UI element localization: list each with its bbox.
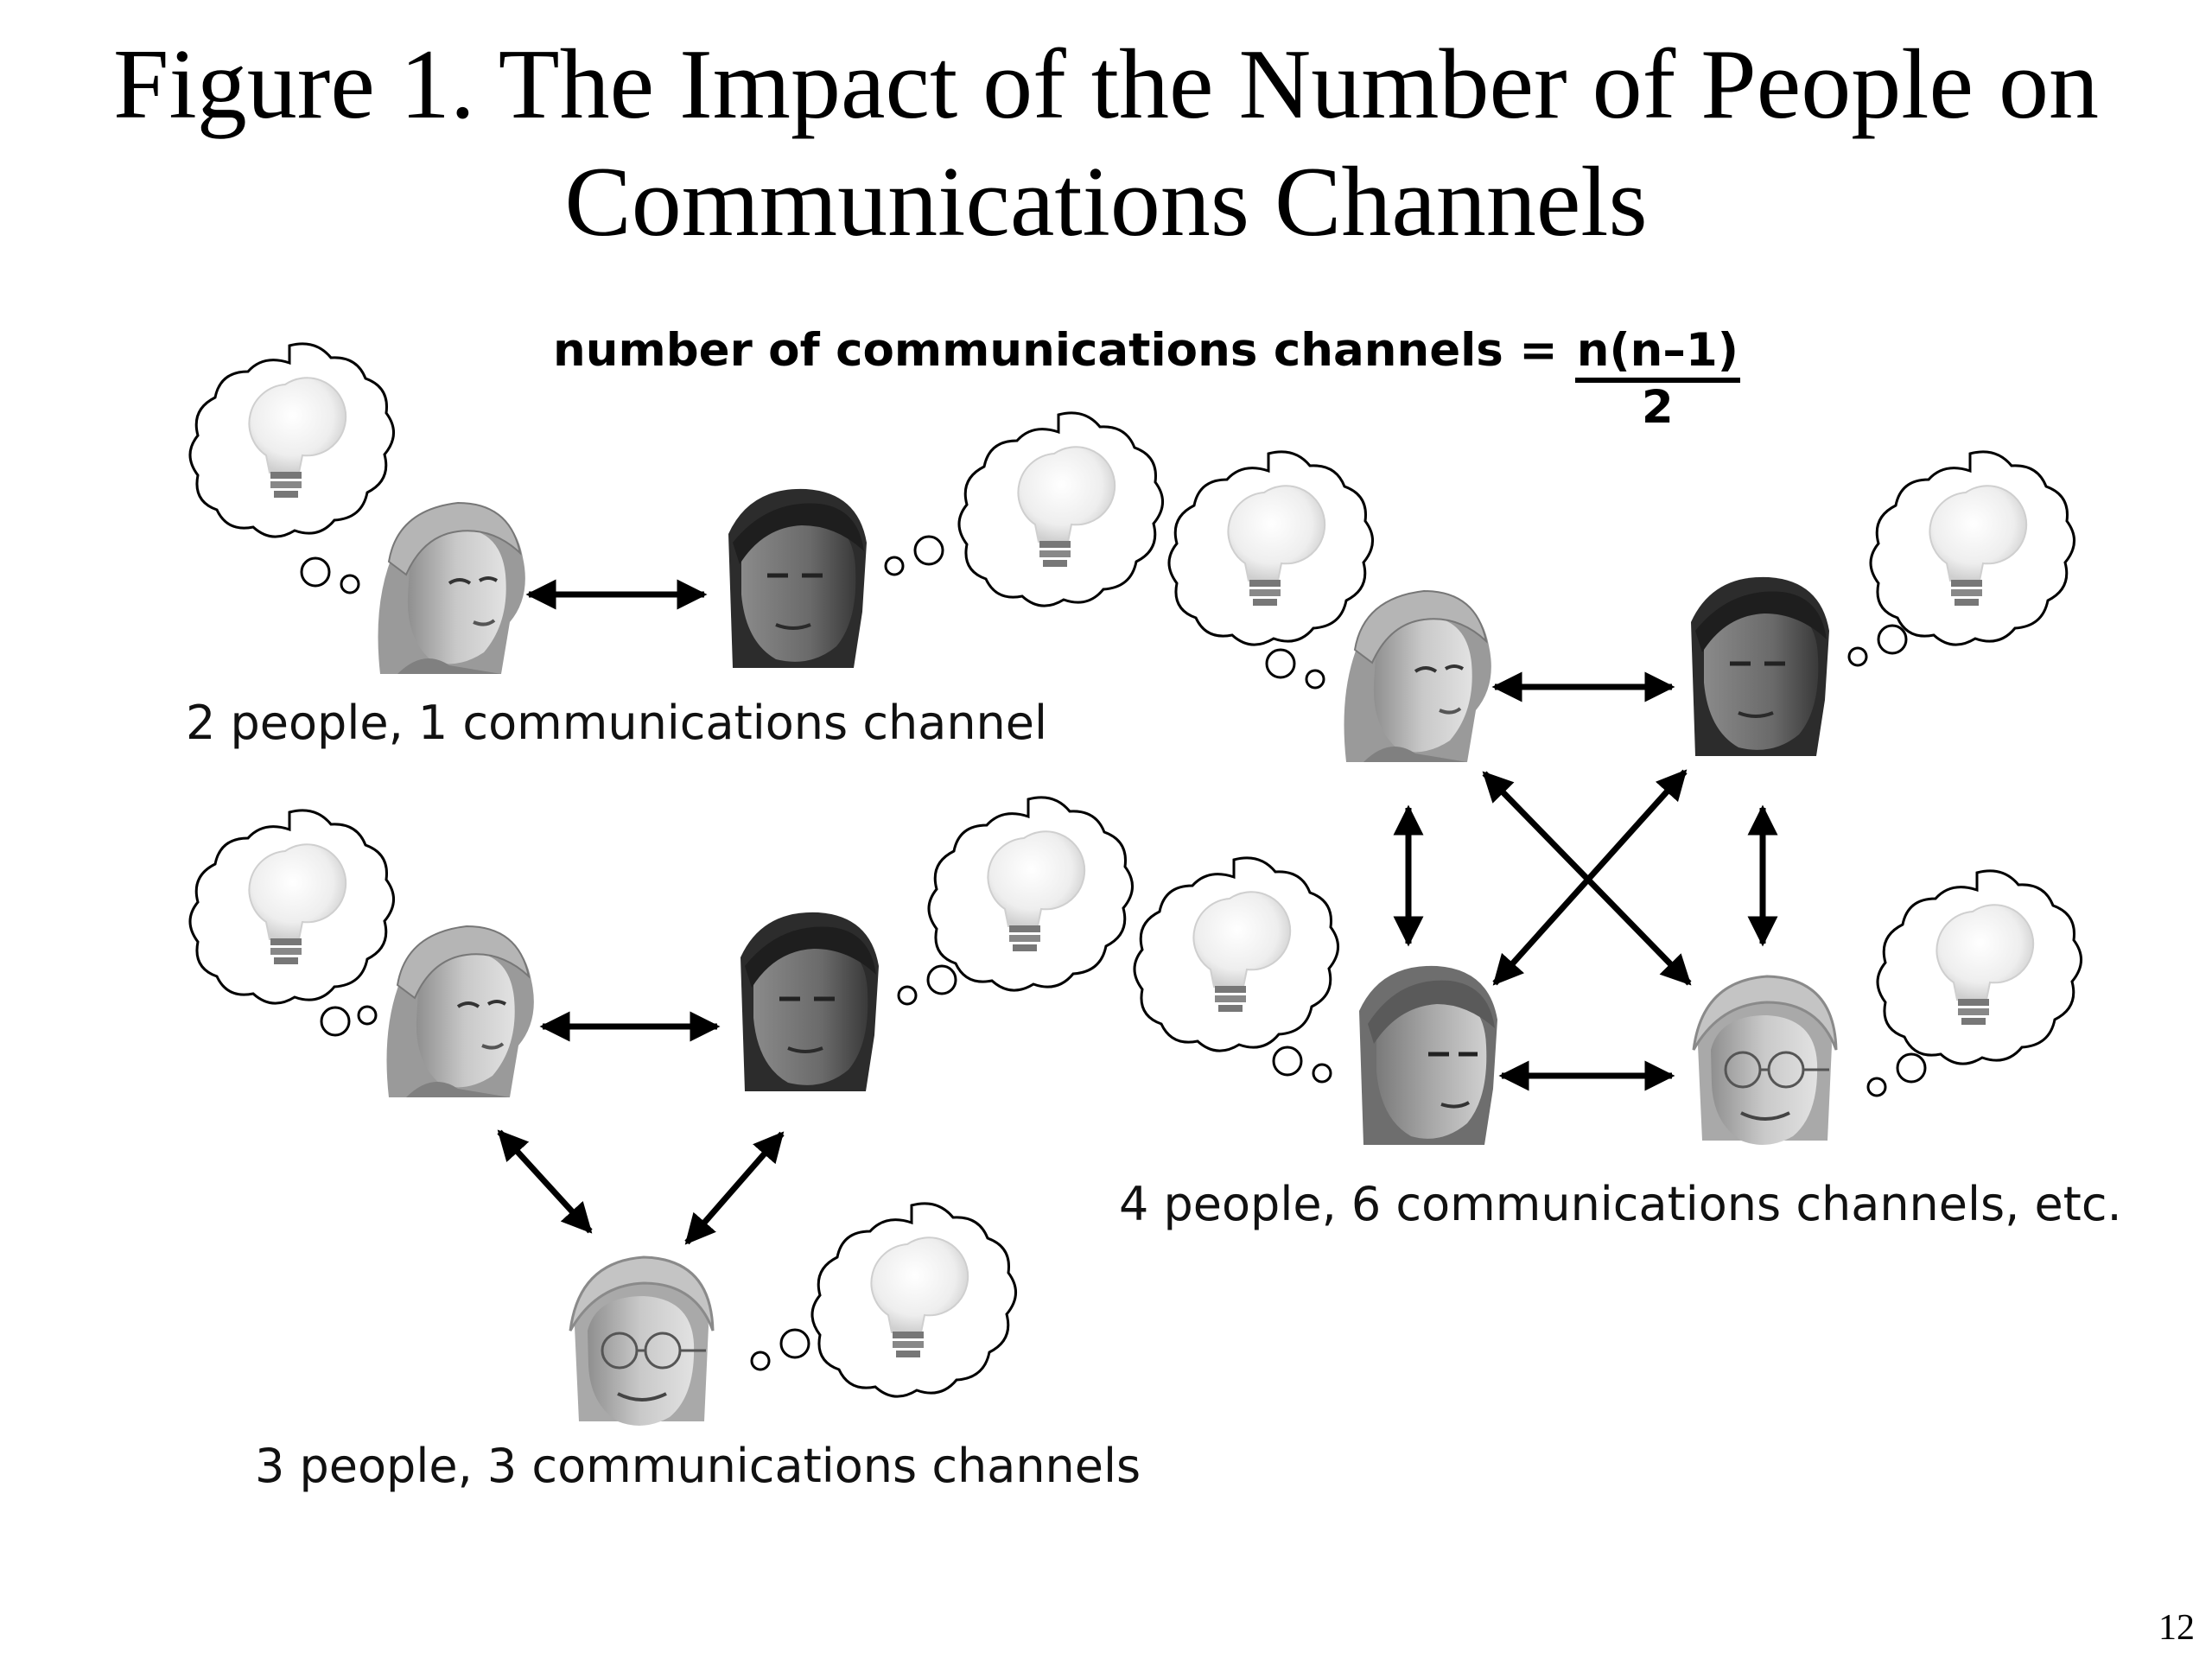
thought-dot-icon xyxy=(1866,1077,1887,1097)
thought-bubble-icon xyxy=(188,342,396,538)
group-two-people xyxy=(188,342,1165,676)
formula-denominator: 2 xyxy=(1641,381,1674,434)
person-head-icon xyxy=(569,1255,715,1427)
thought-dot-icon xyxy=(779,1328,810,1359)
thought-dot-icon xyxy=(884,556,905,576)
figure-title-line2: Communications Channels xyxy=(564,147,1648,257)
group-three-people xyxy=(188,796,1135,1427)
formula-numerator: n(n–1) xyxy=(1574,324,1741,383)
person-head-icon xyxy=(728,489,867,668)
caption-three-people: 3 people, 3 communications channels xyxy=(255,1439,1141,1493)
figure-title: Figure 1. The Impact of the Number of Pe… xyxy=(0,26,2212,261)
thought-dot-icon xyxy=(1312,1063,1332,1084)
thought-dot-icon xyxy=(897,985,918,1006)
double-arrow-icon xyxy=(1492,769,1688,986)
figure-title-line1: Figure 1. The Impact of the Number of Pe… xyxy=(113,29,2099,140)
thought-bubble-icon xyxy=(1167,450,1375,646)
thought-bubble-icon xyxy=(1869,450,2076,646)
thought-bubble-icon xyxy=(957,411,1165,607)
thought-dot-icon xyxy=(1265,648,1296,679)
person-head-icon xyxy=(385,925,536,1099)
thought-bubble-icon xyxy=(810,1202,1018,1398)
person-head-icon xyxy=(376,501,527,676)
thought-bubble-icon xyxy=(188,809,396,1005)
double-arrow-icon xyxy=(684,1131,785,1245)
channels-formula: number of communications channels = n(n–… xyxy=(553,324,1741,434)
thought-dot-icon xyxy=(357,1005,378,1026)
thought-bubble-icon xyxy=(927,796,1135,992)
thought-dot-icon xyxy=(926,964,957,995)
person-head-icon xyxy=(1691,577,1829,756)
thought-dot-icon xyxy=(1272,1046,1303,1077)
thought-dot-icon xyxy=(340,574,360,594)
person-head-icon xyxy=(741,912,879,1091)
thought-dot-icon xyxy=(1877,624,1908,655)
double-arrow-icon xyxy=(497,1129,593,1234)
thought-bubble-icon xyxy=(1876,869,2083,1065)
page-number: 12 xyxy=(2158,1608,2195,1648)
thought-dot-icon xyxy=(913,535,944,566)
thought-bubble-icon xyxy=(1133,856,1340,1052)
thought-dot-icon xyxy=(1305,669,1325,690)
group-four-people xyxy=(1133,450,2083,1147)
caption-four-people: 4 people, 6 communications channels, etc… xyxy=(1119,1177,2122,1231)
thought-dot-icon xyxy=(1896,1052,1927,1084)
formula-label: number of communications channels = xyxy=(553,324,1558,377)
formula-fraction: n(n–1) 2 xyxy=(1574,324,1741,434)
person-head-icon xyxy=(1359,966,1497,1145)
thought-dot-icon xyxy=(750,1351,771,1371)
person-head-icon xyxy=(1692,975,1838,1147)
thought-dot-icon xyxy=(300,556,331,588)
caption-two-people: 2 people, 1 communications channel xyxy=(186,696,1047,750)
person-head-icon xyxy=(1342,589,1493,764)
thought-dot-icon xyxy=(1847,646,1868,667)
thought-dot-icon xyxy=(320,1006,351,1037)
